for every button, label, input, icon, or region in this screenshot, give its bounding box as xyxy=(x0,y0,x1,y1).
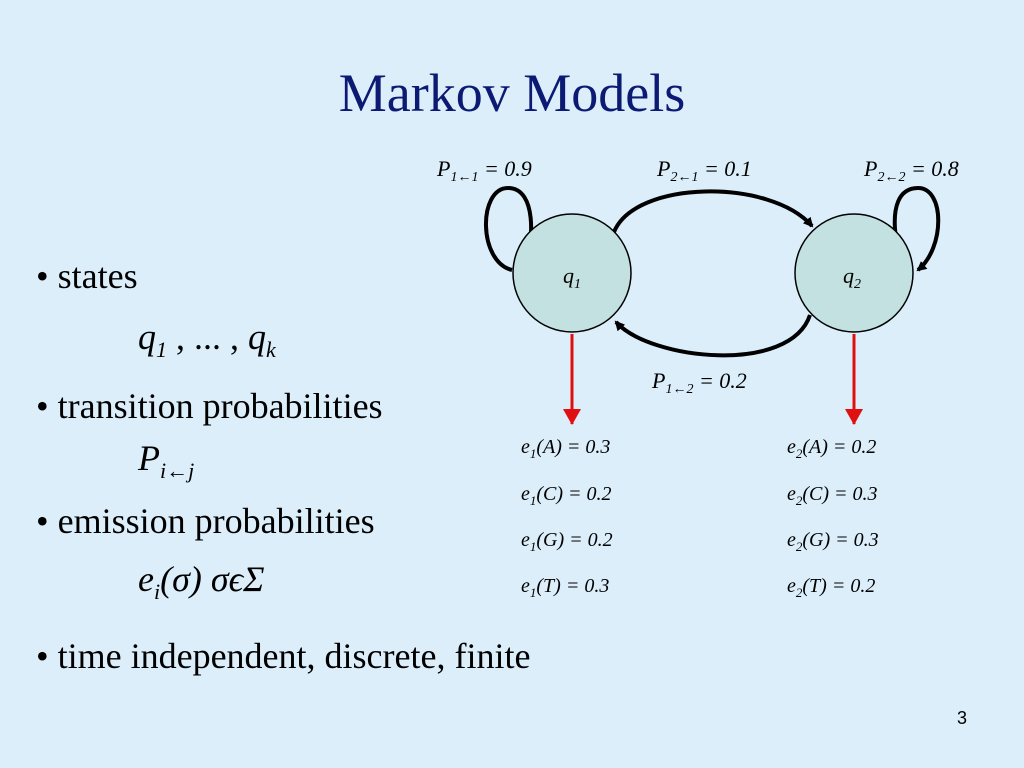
label-p12: P1←2 = 0.2 xyxy=(651,368,747,397)
emission-q2-c: e2(C) = 0.3 xyxy=(787,483,878,508)
label-p11: P1←1 = 0.9 xyxy=(436,156,532,185)
states-sub1: 1 xyxy=(156,337,167,363)
label-p21: P2←1 = 0.1 xyxy=(656,156,752,185)
emission-formula: ei(σ) σϵΣ xyxy=(138,558,265,605)
emission-q1-c: e1(C) = 0.2 xyxy=(521,483,612,508)
states-subk: k xyxy=(266,337,276,363)
emission-rest: (σ) σϵΣ xyxy=(160,559,265,599)
state-q2-node xyxy=(794,213,914,333)
emission-q1-g: e1(G) = 0.2 xyxy=(521,529,613,554)
slide-title: Markov Models xyxy=(338,63,686,123)
emission-q2-g: e2(G) = 0.3 xyxy=(787,529,879,554)
state-q1-label: q1 xyxy=(563,263,581,292)
slide-number: 3 xyxy=(956,708,967,728)
emission-q2-a: e2(A) = 0.2 xyxy=(787,436,877,461)
emission-q1-a: e1(A) = 0.3 xyxy=(521,436,611,461)
transition-formula: Pi←j xyxy=(138,437,194,484)
states-qk: q xyxy=(248,317,266,357)
states-formula: q1 , ... , qk xyxy=(138,316,276,363)
emission-q1-t: e1(T) = 0.3 xyxy=(521,575,610,600)
states-q1: q xyxy=(138,317,156,357)
transition-q1-q2-arrow xyxy=(612,189,814,233)
state-q1-node xyxy=(512,213,632,333)
bullet-states: • states xyxy=(36,256,138,296)
transition-P: P xyxy=(138,438,160,478)
self-loop-q2-arrow xyxy=(892,185,941,272)
label-p22: P2←2 = 0.8 xyxy=(863,156,959,185)
emission-q2-t: e2(T) = 0.2 xyxy=(787,575,876,600)
transition-q2-q1-arrow xyxy=(614,314,812,358)
bullet-time: • time independent, discrete, finite xyxy=(36,636,531,676)
states-ellipsis: , ... , xyxy=(167,317,248,357)
bullet-emission: • emission probabilities xyxy=(36,501,375,541)
emission-sub: i xyxy=(153,579,161,605)
emission-e: e xyxy=(138,559,154,599)
state-q2-label: q2 xyxy=(843,263,861,292)
bullet-transition: • transition probabilities xyxy=(36,386,383,426)
transition-sub: i←j xyxy=(160,458,195,484)
